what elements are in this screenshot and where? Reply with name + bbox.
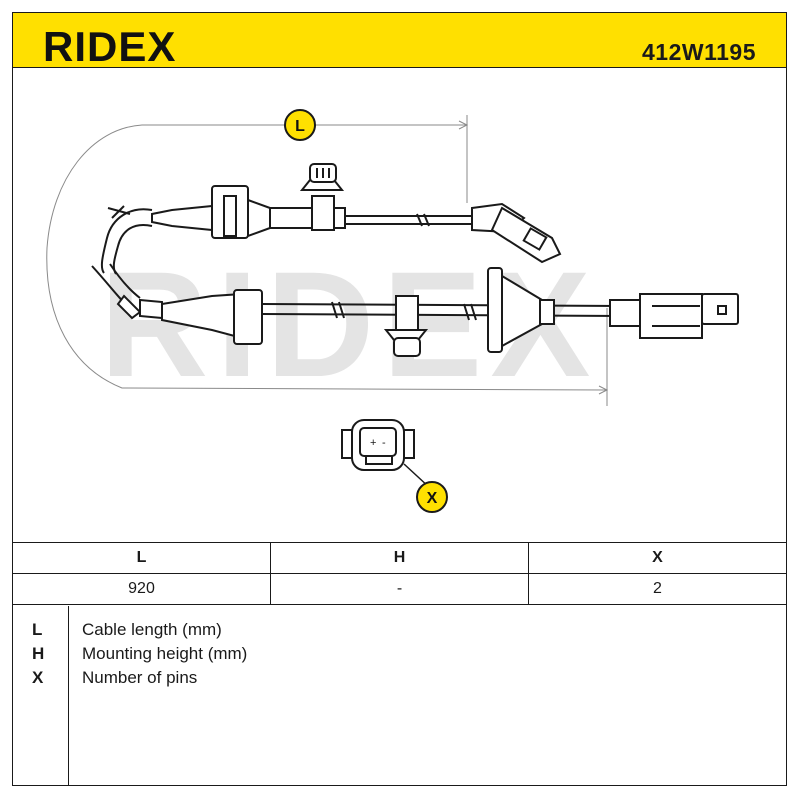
ridex-logo: RIDEX: [43, 25, 176, 67]
part-number: 412W1195: [642, 39, 756, 65]
value-cell-h: -: [270, 573, 529, 605]
legend-key-l: L: [32, 620, 43, 639]
legend-row-l: L Cable length (mm): [12, 620, 787, 644]
legend-text-x: Number of pins: [82, 668, 198, 687]
legend-text-h: Mounting height (mm): [82, 644, 248, 663]
connector-face-view: + -: [341, 419, 415, 471]
legend-row-h: H Mounting height (mm): [12, 644, 787, 668]
legend-key-h: H: [32, 644, 45, 663]
spec-value-row: 920 - 2: [12, 573, 787, 605]
lower-cable: [91, 263, 739, 357]
legend-key-x: X: [32, 668, 44, 687]
spec-header-row: L H X: [12, 542, 787, 574]
sensor-cable-diagram: RIDEX L: [12, 68, 787, 542]
header-bar: RIDEX 412W1195: [12, 12, 787, 68]
header-cell-l: L: [12, 542, 271, 574]
cable-drawing: RIDEX L: [46, 109, 739, 513]
legend-divider: [68, 606, 69, 786]
pin-label-positive: +: [370, 437, 376, 449]
pin-label-negative: -: [382, 437, 386, 449]
legend: L Cable length (mm) H Mounting height (m…: [12, 606, 787, 786]
legend-text-l: Cable length (mm): [82, 620, 222, 639]
header-cell-h: H: [270, 542, 529, 574]
length-dimension-line: [46, 115, 609, 406]
header-cell-x: X: [528, 542, 787, 574]
upper-cable: [100, 163, 562, 275]
x-marker-icon: X: [416, 481, 448, 513]
l-marker-icon: L: [284, 109, 316, 141]
logo-text: RIDEX: [43, 25, 176, 67]
value-cell-l: 920: [12, 573, 271, 605]
spec-table: L H X 920 - 2: [12, 542, 787, 605]
legend-row-x: X Number of pins: [12, 668, 787, 692]
l-marker-label: L: [295, 118, 305, 135]
value-cell-x: 2: [528, 573, 787, 605]
x-marker-label: X: [427, 490, 438, 507]
